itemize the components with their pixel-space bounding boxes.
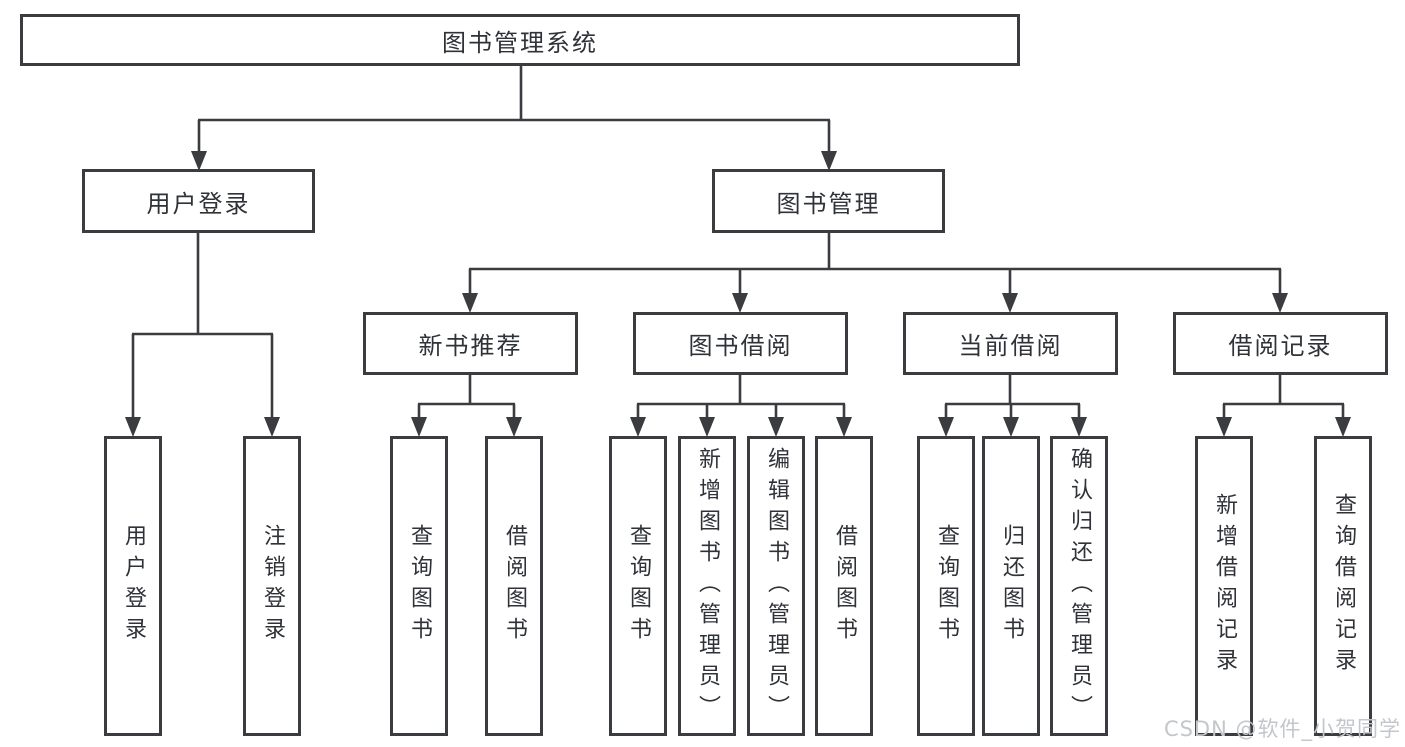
node-leaf-query-books-2: 查询图书	[609, 436, 667, 736]
node-leaf-user-login: 用户登录	[104, 436, 162, 736]
node-label: 查询图书	[626, 524, 651, 648]
node-leaf-add-books-admin: 新增图书（管理员）	[678, 436, 736, 736]
node-label: 查询借阅记录	[1331, 493, 1356, 679]
node-leaf-query-books-1: 查询图书	[390, 436, 448, 736]
connector-book-management-to-level3	[468, 232, 1282, 295]
node-label: 当前借阅	[958, 332, 1063, 360]
node-label: 图书借阅	[688, 332, 793, 360]
node-borrow-records: 借阅记录	[1173, 312, 1388, 375]
connector-borrow-records-to-leaves	[1222, 374, 1345, 419]
node-label: 确认归还（管理员）	[1067, 446, 1092, 726]
connector-current-borrow-to-leaves	[944, 374, 1081, 419]
node-leaf-borrow-books-2: 借阅图书	[815, 436, 873, 736]
connector-book-borrow-to-leaves	[636, 374, 846, 419]
node-user-login: 用户登录	[82, 169, 315, 233]
node-label: 查询图书	[934, 524, 959, 648]
node-new-book-recommend: 新书推荐	[363, 312, 578, 375]
node-label: 编辑图书（管理员）	[764, 446, 789, 726]
csdn-watermark: CSDN @软件_小贺同学	[1163, 717, 1401, 741]
node-leaf-borrow-books-1: 借阅图书	[485, 436, 543, 736]
node-label: 新增图书（管理员）	[695, 446, 720, 726]
node-current-borrow: 当前借阅	[903, 312, 1118, 375]
node-leaf-confirm-return-admin: 确认归还（管理员）	[1050, 436, 1108, 736]
connector-user-login-to-leaves	[131, 232, 274, 419]
connector-new-book-recommend-to-leaves	[417, 374, 516, 419]
node-label: 查询图书	[407, 524, 432, 648]
node-leaf-return-books: 归还图书	[982, 436, 1040, 736]
node-label: 用户登录	[121, 524, 146, 648]
node-library-management-system: 图书管理系统	[20, 14, 1020, 66]
node-book-borrow: 图书借阅	[633, 312, 848, 375]
node-book-management: 图书管理	[712, 169, 945, 233]
node-leaf-query-borrow-record: 查询借阅记录	[1314, 436, 1372, 736]
node-label: 借阅记录	[1228, 332, 1333, 360]
node-label: 归还图书	[999, 524, 1024, 648]
node-label: 借阅图书	[502, 524, 527, 648]
node-leaf-logout: 注销登录	[243, 436, 301, 736]
node-leaf-add-borrow-record: 新增借阅记录	[1195, 436, 1253, 736]
node-label: 新书推荐	[418, 332, 523, 360]
node-label: 注销登录	[260, 524, 285, 648]
node-leaf-query-books-3: 查询图书	[917, 436, 975, 736]
node-label: 用户登录	[146, 189, 251, 218]
node-leaf-edit-books-admin: 编辑图书（管理员）	[747, 436, 805, 736]
node-label: 图书管理系统	[442, 28, 598, 57]
connector-root-to-level2	[197, 64, 831, 152]
node-label: 新增借阅记录	[1212, 493, 1237, 679]
node-label: 图书管理	[776, 189, 881, 218]
node-label: 借阅图书	[832, 524, 857, 648]
